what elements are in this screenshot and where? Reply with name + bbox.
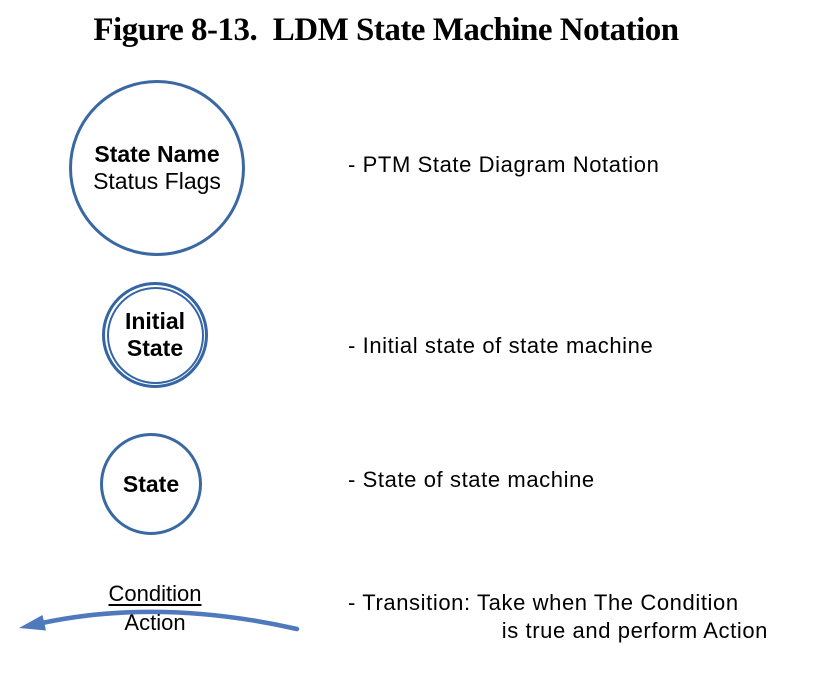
transition-description-line1: - Transition: Take when The Condition [348,590,739,615]
status-flags-label: Status Flags [93,168,221,194]
initial-state-symbol: Initial State [102,282,208,388]
figure-title: Figure 8-13. LDM State Machine Notation [93,12,679,48]
state-symbol: State [100,433,202,535]
legend-description-state: - State of state machine [348,467,595,492]
state-label: State [122,470,180,497]
state-name-label: State Name [94,141,220,167]
legend-description-initial: - Initial state of state machine [348,333,654,358]
legend-description-transition: - Transition: Take when The Condition is… [348,589,768,645]
state-name-symbol: State Name Status Flags [69,80,245,256]
transition-description-line2: is true and perform Action [501,618,768,643]
initial-label: Initial [124,308,186,334]
condition-label: Condition [108,581,202,606]
action-label: Action [124,610,186,635]
legend-description-ptm: - PTM State Diagram Notation [348,152,660,177]
initial-state-label: State [126,335,184,361]
transition-arrow-icon [19,609,300,632]
